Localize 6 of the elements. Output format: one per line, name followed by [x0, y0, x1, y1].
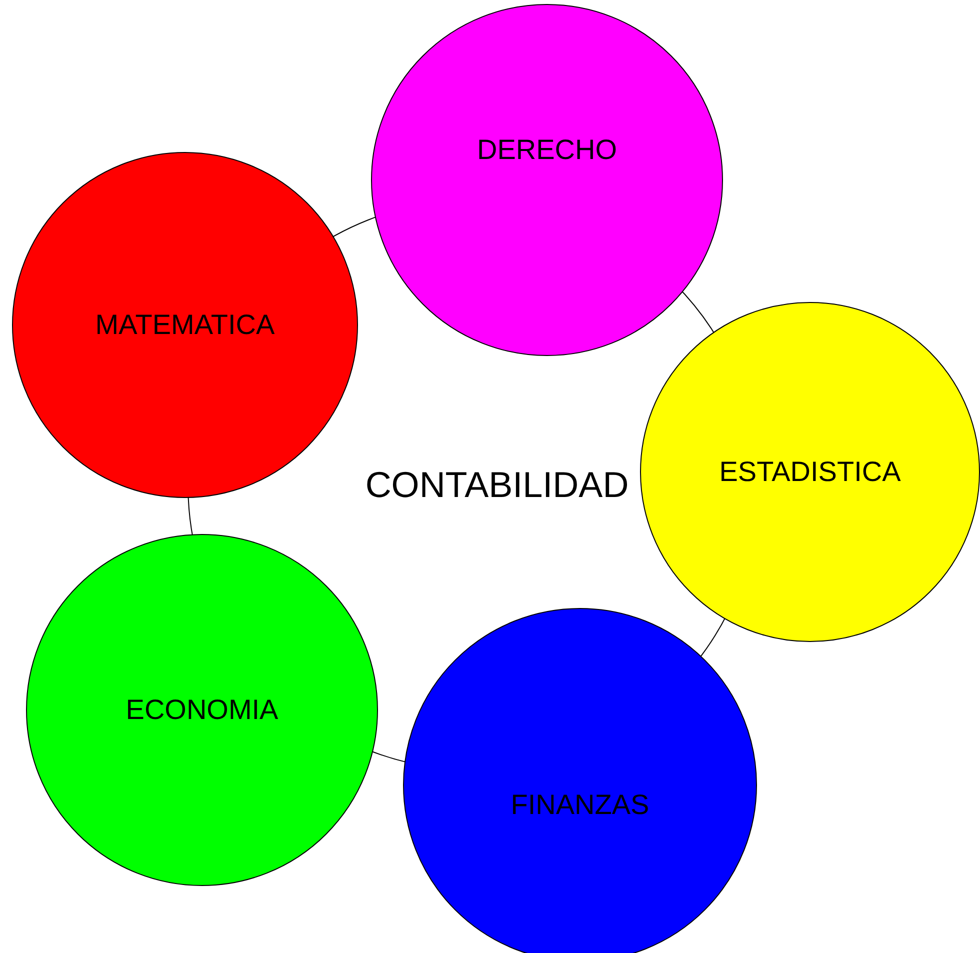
node-label: CONTABILIDAD [365, 464, 629, 506]
node-label: ECONOMIA [126, 694, 278, 726]
node-label: DERECHO [476, 134, 617, 166]
node-label: FINANZAS [510, 789, 650, 821]
node-label: ESTADISTICA [719, 456, 901, 488]
node-label: MATEMATICA [95, 309, 275, 341]
